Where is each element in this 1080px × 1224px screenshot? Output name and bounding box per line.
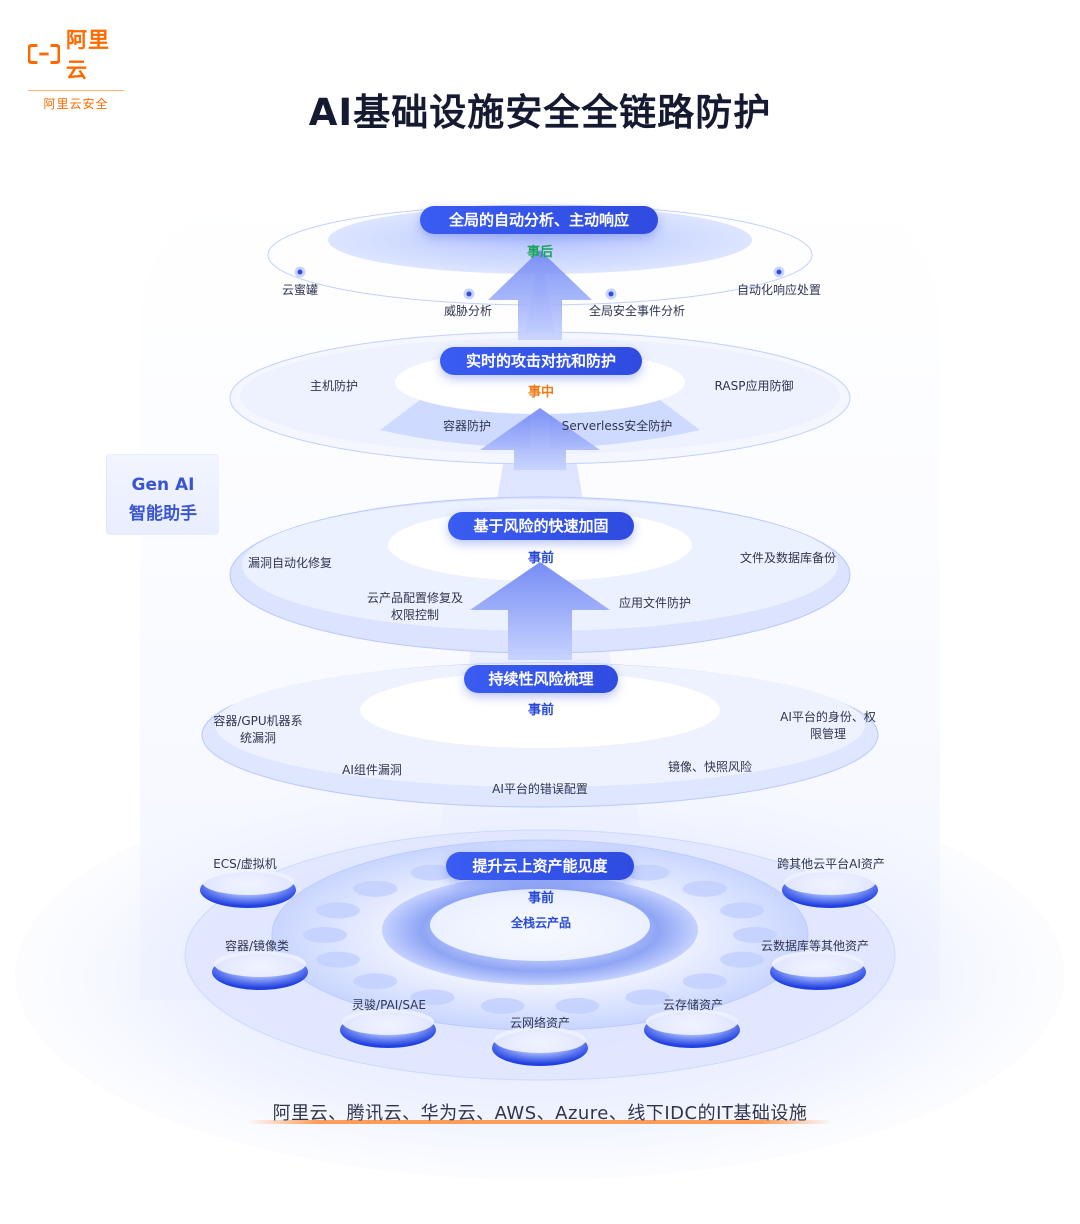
asset-bowl xyxy=(200,869,296,908)
asset-item: 云数据库等其他资产 xyxy=(760,939,869,953)
layer1-item: 云蜜罐 xyxy=(281,283,318,297)
layer1-node-dot xyxy=(605,288,617,300)
layer3-stage-tag: 事前 xyxy=(527,551,554,566)
asset-item: 跨其他云平台AI资产 xyxy=(777,857,885,871)
asset-bowl xyxy=(782,869,878,908)
disc-segment xyxy=(410,989,455,1006)
disc-segment xyxy=(555,997,600,1014)
layer2-stage-tag: 事中 xyxy=(527,385,554,400)
disc-segment xyxy=(480,997,525,1014)
layer1-node-dot xyxy=(463,288,475,300)
asset-bowl xyxy=(340,1009,436,1048)
layer3-item: 应用文件防护 xyxy=(618,596,691,610)
asset-item: 云存储资产 xyxy=(662,998,723,1012)
gen-ai-assistant-card: Gen AI 智能助手 xyxy=(106,454,219,535)
brand-divider xyxy=(28,90,124,91)
disc-segment xyxy=(353,973,398,990)
asset-bowl xyxy=(212,951,308,990)
disc-segment xyxy=(410,864,455,881)
asset-bowl xyxy=(770,951,866,990)
disc-segment xyxy=(315,951,360,968)
layer4-pill: 持续性风险梳理 xyxy=(464,665,618,693)
disc-segment xyxy=(625,989,670,1006)
layer1-item: 自动化响应处置 xyxy=(736,283,821,297)
gen-ai-label: Gen AI xyxy=(131,475,195,495)
brand-name: 阿里云 xyxy=(65,28,110,82)
disc-segment xyxy=(682,973,727,990)
layer4-item: AI平台的错误配置 xyxy=(492,782,588,796)
layer3-item: 文件及数据库备份 xyxy=(739,551,836,565)
layer2-item: Serverless安全防护 xyxy=(561,419,673,433)
brand-mark: 阿里云 xyxy=(28,24,128,84)
layer1-node-dot xyxy=(773,266,785,278)
asset-item: ECS/虚拟机 xyxy=(213,857,277,871)
disc-segment xyxy=(303,927,347,943)
asset-bowl xyxy=(644,1009,740,1048)
disc-segment xyxy=(625,864,670,881)
disc-segment xyxy=(733,927,777,943)
layer4-item: AI组件漏洞 xyxy=(342,763,402,777)
layer2-item: RASP应用防御 xyxy=(714,379,794,393)
layer3-item: 漏洞自动化修复 xyxy=(247,556,332,570)
layer5-stage-tag: 事前 xyxy=(527,891,554,906)
layer2-item: 容器防护 xyxy=(442,419,491,433)
asset-item: 容器/镜像类 xyxy=(224,939,290,953)
page-title: AI基础设施安全全链路防护 xyxy=(308,91,772,134)
layer3-item: 云产品配置修复及权限控制 xyxy=(366,591,463,622)
disc-segment xyxy=(353,880,398,897)
layer3-pill: 基于风险的快速加固 xyxy=(448,512,634,540)
layer1-pill: 全局的自动分析、主动响应 xyxy=(420,206,658,234)
layer2-pill: 实时的攻击对抗和防护 xyxy=(440,347,642,375)
layer1-item: 全局安全事件分析 xyxy=(588,304,685,318)
disc-segment xyxy=(682,880,727,897)
layer4-item: 容器/GPU机器系统漏洞 xyxy=(213,714,303,745)
disc-segment xyxy=(315,902,360,919)
bottom-underline xyxy=(248,1120,832,1124)
asset-item: 灵骏/PAI/SAE xyxy=(352,998,426,1012)
layer1-node-dot xyxy=(294,266,306,278)
asset-item: 云网络资产 xyxy=(509,1016,570,1030)
layer1-stage-tag: 事后 xyxy=(526,245,553,260)
layer4-stage-tag: 事前 xyxy=(527,703,554,718)
brand-subtitle: 阿里云安全 xyxy=(43,97,109,111)
layer5-pill: 提升云上资产能见度 xyxy=(446,852,634,880)
disc-segment xyxy=(720,951,765,968)
layer1-item: 威胁分析 xyxy=(443,304,492,318)
layer4-item: 镜像、快照风险 xyxy=(667,760,752,774)
aliyun-logo-icon xyxy=(28,44,60,64)
asset-bowl xyxy=(492,1027,588,1066)
assistant-label: 智能助手 xyxy=(129,504,197,524)
disc-segment xyxy=(720,902,765,919)
full-stack-cloud-products: 全栈云产品 xyxy=(510,916,571,930)
brand-logo: 阿里云 阿里云安全 xyxy=(28,24,128,112)
layer4-item: AI平台的身份、权限管理 xyxy=(780,710,876,741)
infrastructure-caption: 阿里云、腾讯云、华为云、AWS、Azure、线下IDC的IT基础设施 xyxy=(272,1103,808,1124)
layer2-item: 主机防护 xyxy=(309,379,358,393)
